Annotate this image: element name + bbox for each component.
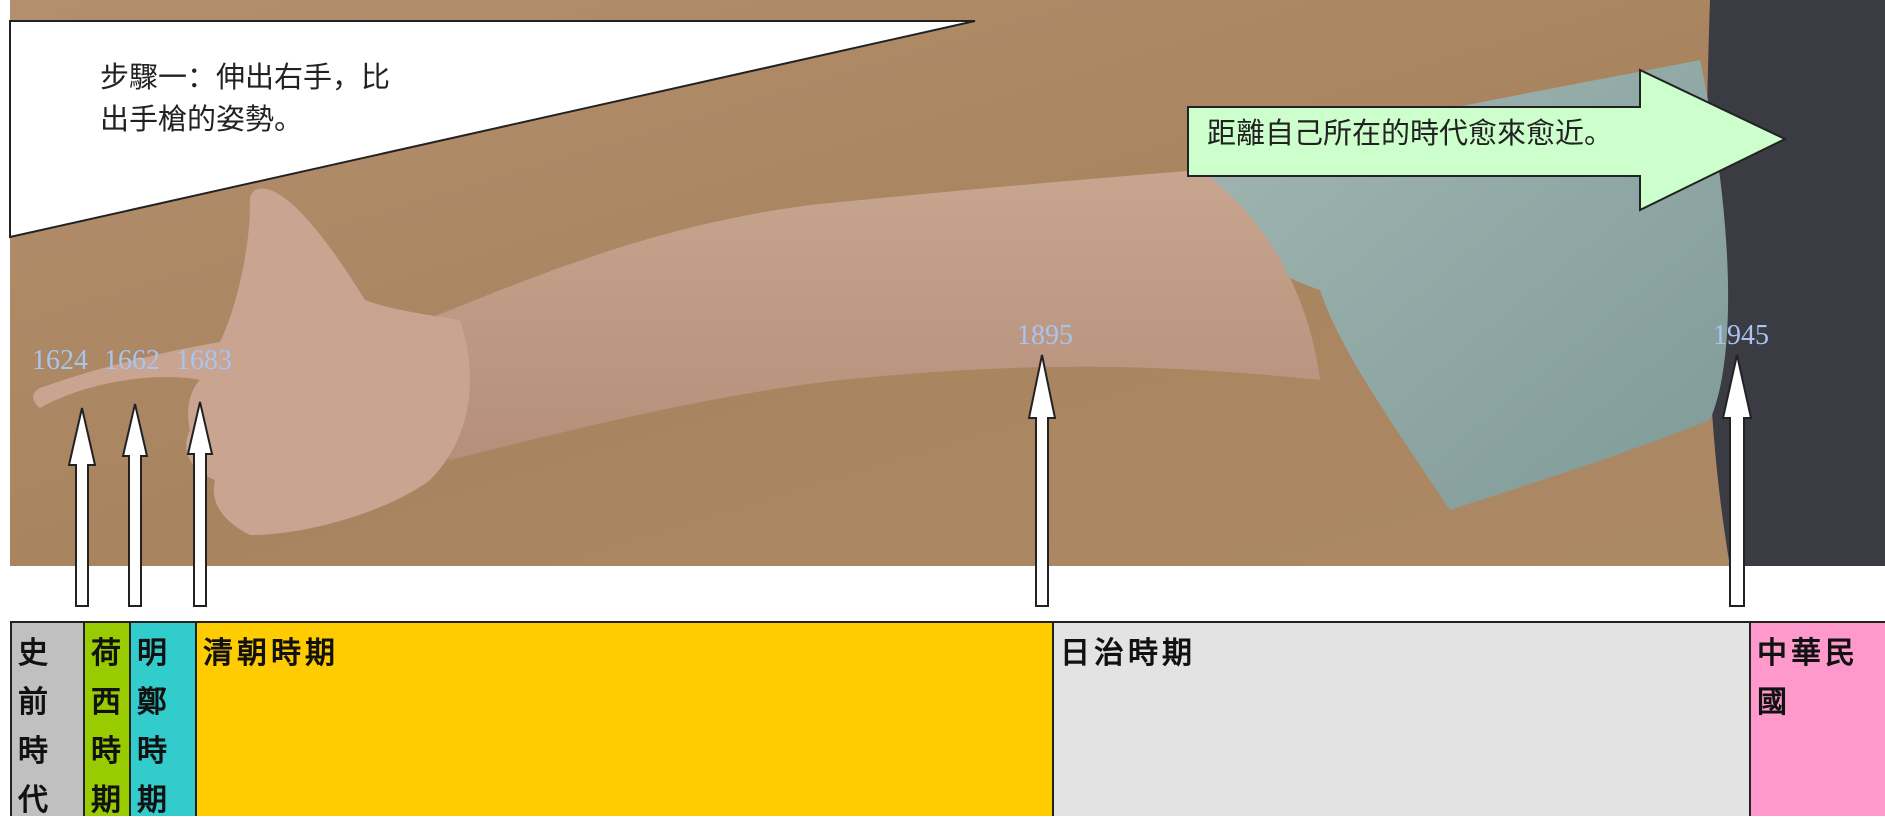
speech-callout-shape — [9, 20, 976, 239]
instruction-line-1: 步驟一：伸出右手，比 — [100, 60, 391, 94]
period-label-japanese: 日治時期 — [1060, 636, 1196, 671]
up-arrows — [67, 354, 1753, 607]
up-arrow-1945 — [1721, 354, 1753, 607]
period-label-prehistoric: 史前時代 — [18, 636, 48, 818]
year-label-1662: 1662 — [104, 345, 160, 376]
instruction-line-2: 出手槍的姿勢。 — [100, 102, 304, 136]
instruction-callout: 步驟一：伸出右手，比 出手槍的姿勢。 — [100, 56, 390, 140]
period-ming-zheng: 明鄭時期 — [129, 623, 195, 818]
year-label-1945: 1945 — [1713, 320, 1769, 351]
year-label-1624: 1624 — [32, 345, 88, 376]
up-arrow-1895 — [1027, 354, 1057, 607]
year-label-1895: 1895 — [1017, 320, 1073, 351]
up-arrow-1683 — [186, 401, 214, 607]
green-arrow-shape — [1187, 68, 1788, 212]
period-label-qing: 清朝時期 — [203, 636, 339, 671]
period-label-ming-zheng: 明鄭時期 — [137, 636, 167, 818]
period-roc: 中華民國 — [1749, 623, 1885, 816]
period-prehistoric: 史前時代 — [10, 623, 83, 818]
period-japanese: 日治時期 — [1052, 623, 1749, 816]
hand — [33, 188, 470, 535]
up-arrow-1662 — [121, 403, 149, 607]
forearm — [419, 170, 1320, 460]
period-label-roc: 中華民國 — [1757, 636, 1859, 720]
up-arrow-1624 — [67, 407, 97, 607]
year-label-1683: 1683 — [176, 345, 232, 376]
period-label-dutch-spanish: 荷西時期 — [91, 636, 121, 818]
period-dutch-spanish: 荷西時期 — [83, 623, 129, 818]
arrow-callout-text: 距離自己所在的時代愈來愈近。 — [1207, 116, 1614, 150]
period-qing: 清朝時期 — [195, 623, 1052, 816]
timeline-bar: 史前時代 荷西時期 明鄭時期 清朝時期 日治時期 中華民國 — [10, 621, 1885, 818]
